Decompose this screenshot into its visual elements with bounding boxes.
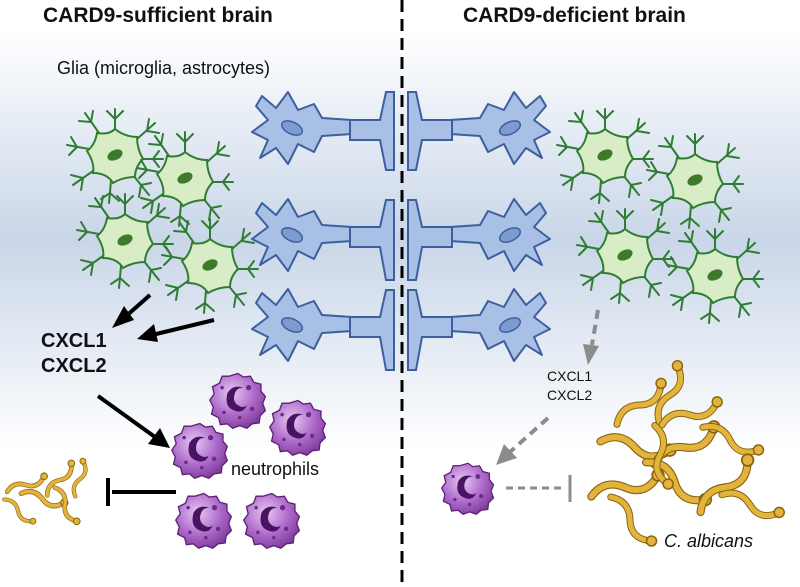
chemokine-1-label-left: CXCL1: [41, 330, 107, 352]
axon-right-1: [407, 91, 453, 171]
arrow-glia-to-cxcl-2: [151, 318, 215, 337]
neurons-left: [251, 91, 395, 371]
axon-right-3: [407, 289, 453, 371]
arrows-left: [96, 293, 215, 506]
arrow-head: [496, 444, 517, 465]
neutrophil: [243, 492, 301, 549]
fungus-left: [2, 457, 88, 527]
neutrophil-right: [441, 462, 495, 515]
neutrophil: [175, 492, 233, 549]
axon-left-3: [349, 289, 395, 371]
arrow-head: [583, 344, 599, 365]
axon-left-1: [349, 91, 395, 171]
arrow-head: [148, 428, 170, 448]
neutrophils-label: neutrophils: [231, 459, 320, 479]
neurons-right: [407, 91, 551, 371]
glia-label: Glia (microglia, astrocytes): [57, 58, 271, 78]
chemokine-2-label-left: CXCL2: [41, 355, 107, 377]
dashed-arrow-glia-to-cxcl: [590, 309, 600, 346]
axon-right-2: [407, 199, 453, 281]
chemokine-1-label-right: CXCL1: [547, 368, 593, 384]
chemokine-2-label-right: CXCL2: [547, 387, 593, 403]
arrow-cxcl-to-neutrophils: [96, 394, 157, 439]
dashed-arrow-cxcl-to-neutrophil: [508, 416, 550, 454]
left-panel-title: CARD9-sufficient brain: [43, 4, 273, 27]
hypha: [607, 492, 659, 550]
right-panel-title: CARD9-deficient brain: [463, 4, 686, 27]
axon-left-2: [349, 199, 395, 281]
hypha: [2, 496, 37, 527]
hypha: [720, 487, 786, 522]
fungus-label: C. albicans: [664, 531, 754, 551]
arrow-head: [137, 324, 158, 342]
arrows-right: [496, 309, 600, 502]
arrow-head: [112, 306, 134, 328]
